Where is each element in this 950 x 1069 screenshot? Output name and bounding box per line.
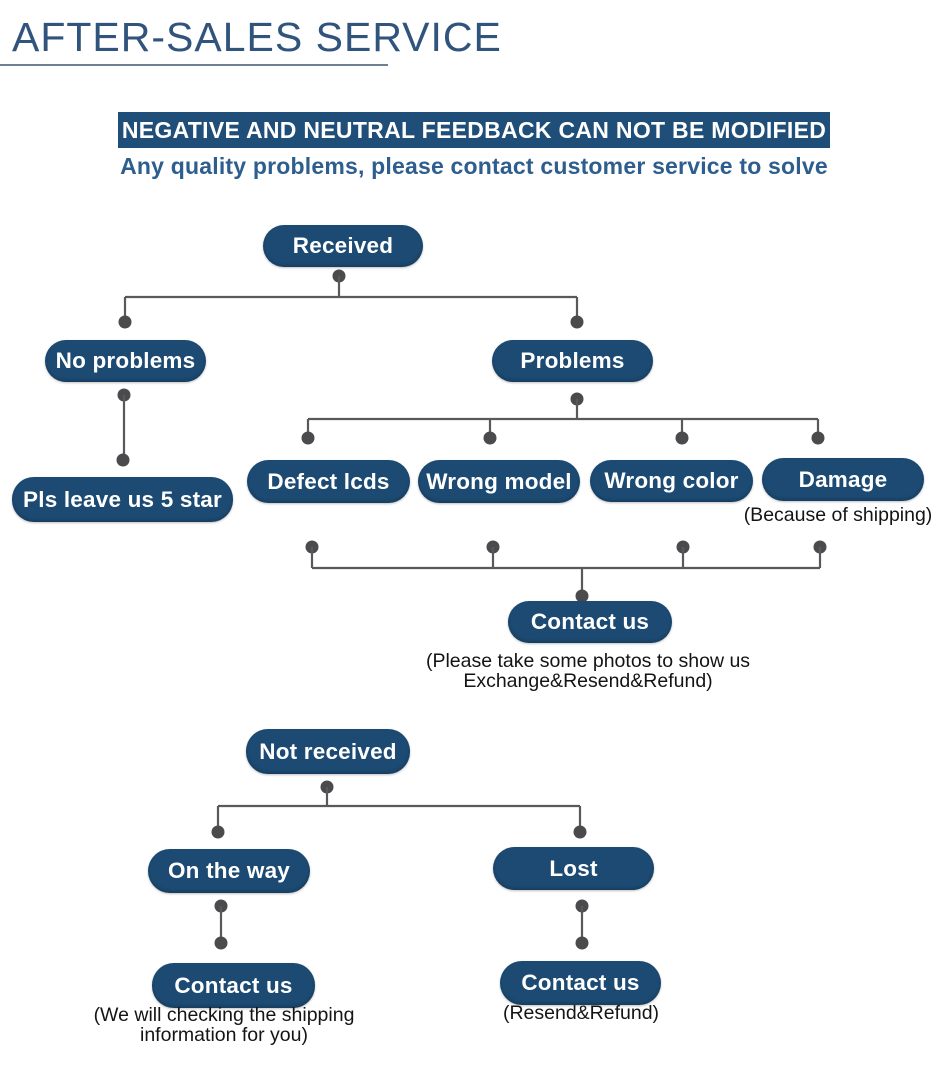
flow-node-contact-us-right: Contact us <box>500 961 661 1005</box>
caption-contact-right-text: (Resend&Refund) <box>502 1002 660 1024</box>
caption-contact-left-line1: (We will checking the shipping <box>93 1004 355 1026</box>
flow-node-contact-us-left: Contact us <box>152 963 315 1008</box>
flow-node-received: Received <box>263 225 423 267</box>
flow-node-no-problems: No problems <box>45 340 206 382</box>
page-title: AFTER-SALES SERVICE <box>12 14 502 60</box>
flow-node-lost: Lost <box>493 847 654 890</box>
flow-node-not-received: Not received <box>246 729 410 774</box>
caption-contact-mid-note: (Please take some photos to show us Exch… <box>406 650 770 692</box>
caption-contact-mid-line1: (Please take some photos to show us <box>425 650 751 672</box>
caption-damage-note: (Because of shipping) <box>727 504 949 526</box>
flow-node-wrong-color: Wrong color <box>590 460 753 502</box>
caption-damage-note-text: (Because of shipping) <box>743 504 933 526</box>
caption-contact-right-note: (Resend&Refund) <box>471 1002 691 1024</box>
flow-node-on-the-way: On the way <box>148 849 310 893</box>
feedback-banner: NEGATIVE AND NEUTRAL FEEDBACK CAN NOT BE… <box>118 112 830 148</box>
flow-node-wrong-model: Wrong model <box>418 460 580 503</box>
flow-node-leave-5-star: Pls leave us 5 star <box>12 477 233 522</box>
flow-node-contact-us-mid: Contact us <box>508 601 672 643</box>
title-underline <box>0 64 388 66</box>
flow-node-damage: Damage <box>762 458 924 501</box>
flow-node-defect-lcds: Defect lcds <box>247 460 410 503</box>
caption-contact-left-line2: information for you) <box>140 1023 308 1046</box>
caption-contact-left-note: (We will checking the shipping informati… <box>79 1004 369 1046</box>
caption-contact-mid-line2: Exchange&Resend&Refund) <box>463 669 713 692</box>
subtitle: Any quality problems, please contact cus… <box>120 153 828 179</box>
flow-node-problems: Problems <box>492 340 653 382</box>
